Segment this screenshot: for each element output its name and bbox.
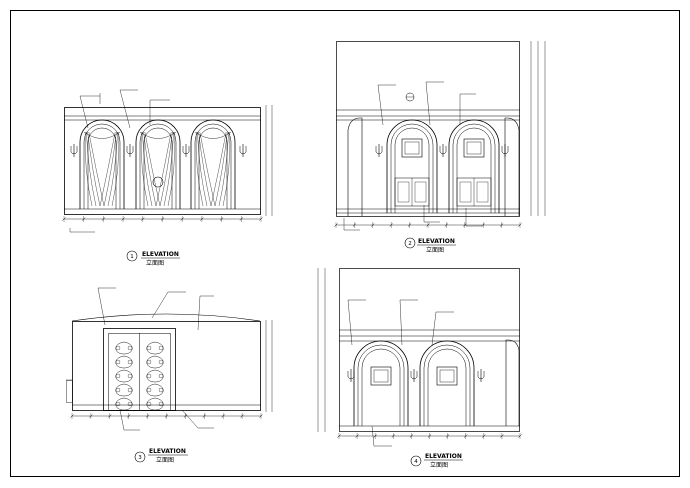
door-scroll-left: [115, 383, 133, 397]
elevation-4-title: 4 ELEVATION 立面图: [410, 453, 463, 469]
sconce-icon: [182, 144, 190, 157]
elevation-3-drawing: [66, 287, 273, 431]
elevation-1-number-circle: [126, 250, 138, 262]
door-scroll-left: [115, 355, 133, 369]
artwork-panel: [436, 366, 458, 386]
medallion-icon: [152, 176, 164, 188]
elevation-1-drawing: [62, 89, 273, 233]
elevation-2-drawing: [334, 41, 546, 231]
elevation-2-number: 2: [408, 241, 412, 247]
sheet-border: [10, 10, 680, 477]
artwork-panel: [401, 138, 423, 158]
elevation-4-arch-left: [353, 340, 409, 426]
sconce-icon: [70, 144, 78, 157]
elevation-4-number: 4: [414, 459, 418, 465]
sconce-icon: [477, 369, 485, 382]
elevation-1-title: 1 ELEVATION 立面图: [126, 250, 180, 267]
door-scroll-right: [146, 369, 164, 383]
elevation-3-title: 3 ELEVATION 立面图: [134, 448, 188, 464]
sconce-icon: [501, 144, 509, 157]
elevation-1-number: 1: [130, 254, 134, 260]
elevation-4-drawing: [317, 268, 522, 447]
elevation-2-arch-right: [448, 119, 500, 213]
elevation-4-subtitle: 立面图: [430, 461, 448, 469]
door-scroll-right: [146, 397, 164, 411]
door-scroll-left: [115, 369, 133, 383]
door-scroll-right: [146, 383, 164, 397]
elevation-2-subtitle: 立面图: [426, 246, 444, 254]
door-scroll-right: [146, 355, 164, 369]
elevation-3-title-text: ELEVATION: [149, 448, 186, 455]
artwork-panel: [463, 138, 485, 158]
elevation-2-number-circle: [404, 237, 416, 249]
elevation-3-subtitle: 立面图: [156, 456, 174, 464]
door-scroll-right: [146, 341, 164, 355]
elevation-4-number-circle: [410, 455, 422, 467]
elevation-4-title-text: ELEVATION: [425, 453, 462, 460]
elevation-2-title-text: ELEVATION: [418, 238, 455, 245]
sconce-icon: [347, 369, 355, 382]
sconce-icon: [126, 144, 134, 157]
sconce-icon: [410, 369, 418, 382]
artwork-panel: [370, 366, 392, 386]
elevation-1-subtitle: 立面图: [146, 259, 164, 267]
elevation-2-title: 2 ELEVATION 立面图: [404, 237, 456, 254]
door-scroll-left: [115, 397, 133, 411]
door-scroll-left: [115, 341, 133, 355]
elevation-3-number-circle: [134, 451, 146, 463]
sconce-icon: [239, 144, 247, 157]
sconce-icon: [439, 144, 447, 157]
elevation-2-arch-left: [386, 119, 438, 213]
elevation-1-title-text: ELEVATION: [142, 251, 179, 258]
sconce-icon: [375, 144, 383, 157]
elevation-4-arch-right: [419, 340, 475, 426]
elevation-3-number: 3: [138, 455, 142, 461]
